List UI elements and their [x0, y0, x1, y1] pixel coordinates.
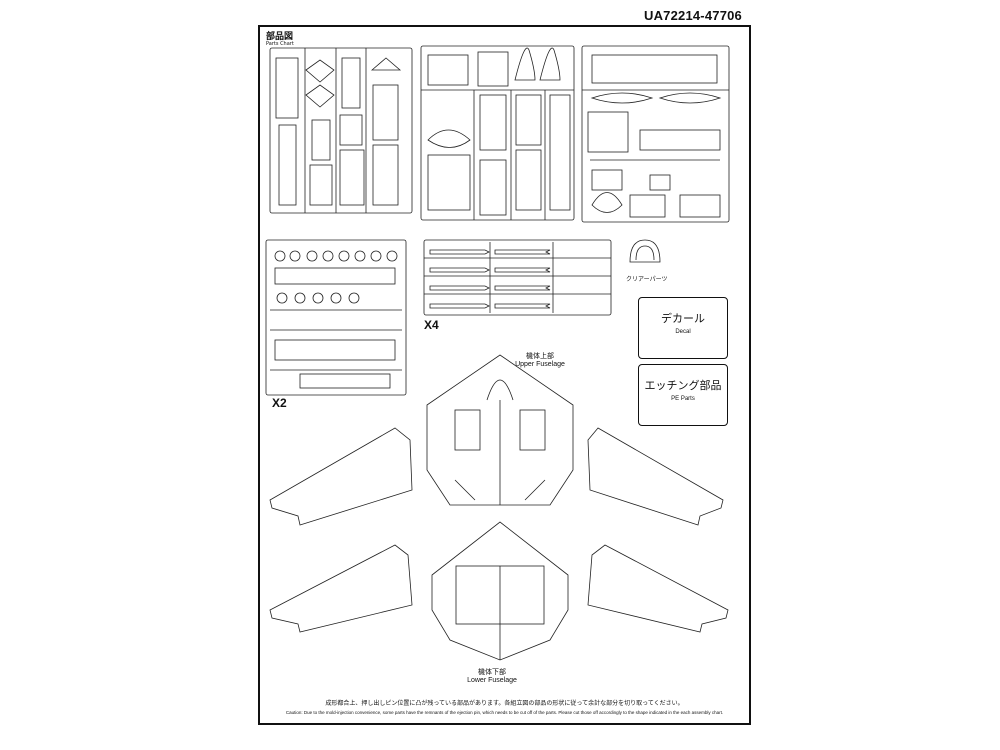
sprue-e: [423, 239, 612, 316]
document-code: UA72214-47706: [643, 8, 742, 23]
sprue-d: [265, 239, 407, 396]
pe-parts-subtitle: PE Parts: [671, 396, 695, 402]
parts-chart-title: 部品図: [266, 32, 294, 42]
sprue-multiplier-x4: X4: [424, 318, 439, 332]
sprue-c: [581, 45, 730, 223]
pe-parts-title: エッチング部品: [644, 379, 722, 392]
clear-part-canopy: [629, 239, 661, 263]
lower-fuselage-label-en: Lower Fuselage: [467, 677, 517, 684]
sprue-b: [420, 45, 575, 221]
upper-fuselage-label-en: Upper Fuselage: [515, 361, 565, 368]
decal-box: デカール Decal: [638, 297, 728, 359]
lower-fuselage-label-ja: 機体下部: [478, 669, 506, 676]
parts-chart-subtitle: Parts Chart: [266, 41, 294, 47]
lower-wing-right: [587, 544, 729, 633]
pe-parts-box: エッチング部品 PE Parts: [638, 364, 728, 426]
decal-subtitle: Decal: [675, 329, 691, 335]
upper-wing-left: [269, 427, 413, 526]
lower-wing-left: [269, 544, 413, 633]
sprue-multiplier-x2: X2: [272, 396, 287, 410]
parts-chart-sheet: [258, 25, 751, 725]
clear-parts-label: クリアーパーツ: [626, 277, 668, 283]
caution-note-en: Caution: Due to the mold-injection conve…: [285, 710, 724, 715]
upper-wing-right: [587, 427, 724, 526]
upper-fuselage-part: [426, 354, 574, 506]
upper-fuselage-label-ja: 機体上部: [526, 353, 554, 360]
caution-note-ja: 成形都合上、押し出しピン位置に凸が残っている部品があります。各組立図の部品の形状…: [325, 700, 684, 707]
decal-title: デカール: [661, 312, 705, 325]
sprue-a: [269, 47, 413, 214]
lower-fuselage-part: [431, 521, 569, 661]
